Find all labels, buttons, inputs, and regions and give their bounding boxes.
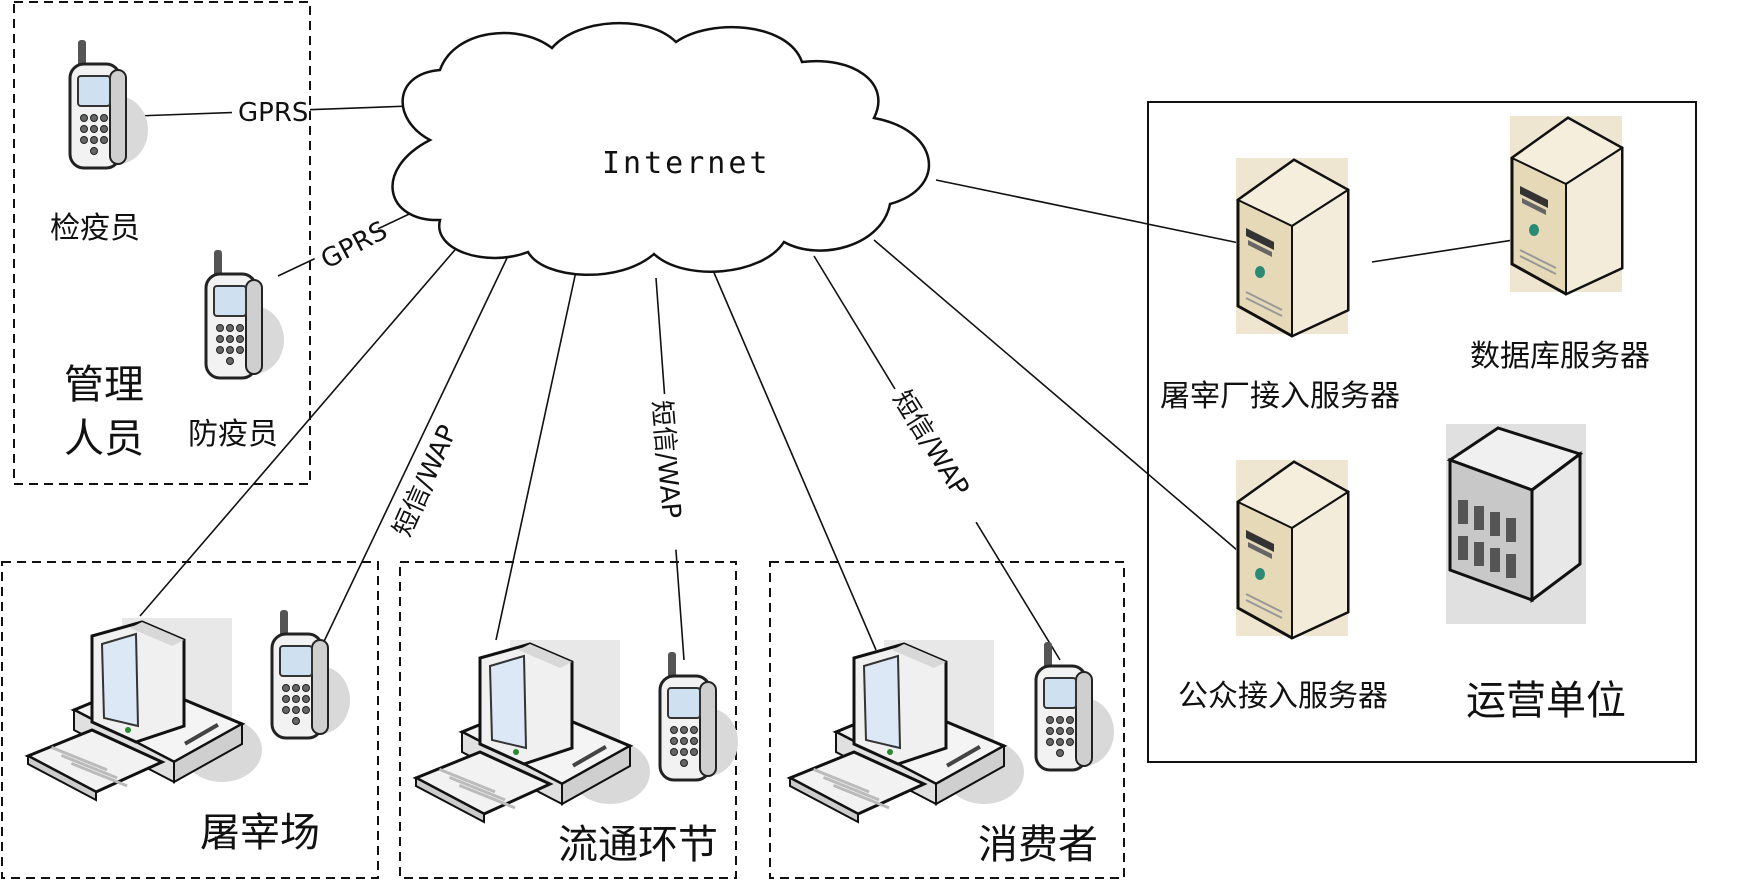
phone-icon xyxy=(204,248,286,380)
computer-icon xyxy=(788,638,1026,824)
group-circulation: 流通环节 xyxy=(399,561,740,879)
group-management: 检疫员 防疫员 管理 人员 xyxy=(13,1,311,485)
consumer-label: 消费者 xyxy=(978,822,1098,868)
sms-wap-label-3: 短信/WAP xyxy=(886,386,974,502)
group-consumer: 消费者 xyxy=(769,561,1125,879)
computer-icon xyxy=(26,616,264,802)
server-icon xyxy=(1234,458,1350,640)
link-cloud-slaughter-server xyxy=(935,179,1245,245)
prevention-label: 防疫员 xyxy=(188,417,278,452)
building-icon xyxy=(1444,422,1588,626)
link-cloud-public-server xyxy=(873,239,1245,557)
sms-wap-label-1: 短信/WAP xyxy=(388,421,464,541)
internet-cloud: Internet xyxy=(391,21,931,277)
slaughterhouse-label: 屠宰场 xyxy=(200,810,320,856)
server-icon xyxy=(1508,114,1624,296)
db-server-label: 数据库服务器 xyxy=(1470,339,1650,374)
sms-wap-label-2: 短信/WAP xyxy=(646,399,686,520)
computer-icon xyxy=(414,638,652,824)
operator-label: 运营单位 xyxy=(1466,678,1626,724)
phone-icon xyxy=(1034,640,1116,772)
group-slaughterhouse: 屠宰场 xyxy=(1,561,379,879)
internet-label: Internet xyxy=(602,146,771,181)
group-operator: 屠宰厂接入服务器 数据库服务器 公众接入服务器 运营单位 xyxy=(1147,101,1697,763)
link-cloud-slaughter-pc xyxy=(139,243,461,617)
gprs-label-1: GPRS xyxy=(238,98,308,128)
link-slaughter-db-server xyxy=(1371,237,1527,263)
link-cloud-circulation-pc xyxy=(495,261,579,641)
management-label-line1: 管理 xyxy=(64,362,144,408)
public-server-label: 公众接入服务器 xyxy=(1178,679,1388,714)
phone-icon xyxy=(270,608,352,740)
phone-icon xyxy=(68,38,150,170)
inspector-label: 检疫员 xyxy=(50,211,140,246)
link-cloud-consumer-pc xyxy=(711,267,877,651)
slaughter-server-label: 屠宰厂接入服务器 xyxy=(1160,379,1400,414)
management-label-line2: 人员 xyxy=(64,416,144,462)
circulation-label: 流通环节 xyxy=(558,822,718,868)
link-cloud-slaughter-phone xyxy=(317,255,509,655)
phone-icon xyxy=(658,650,740,782)
server-icon xyxy=(1234,156,1350,338)
